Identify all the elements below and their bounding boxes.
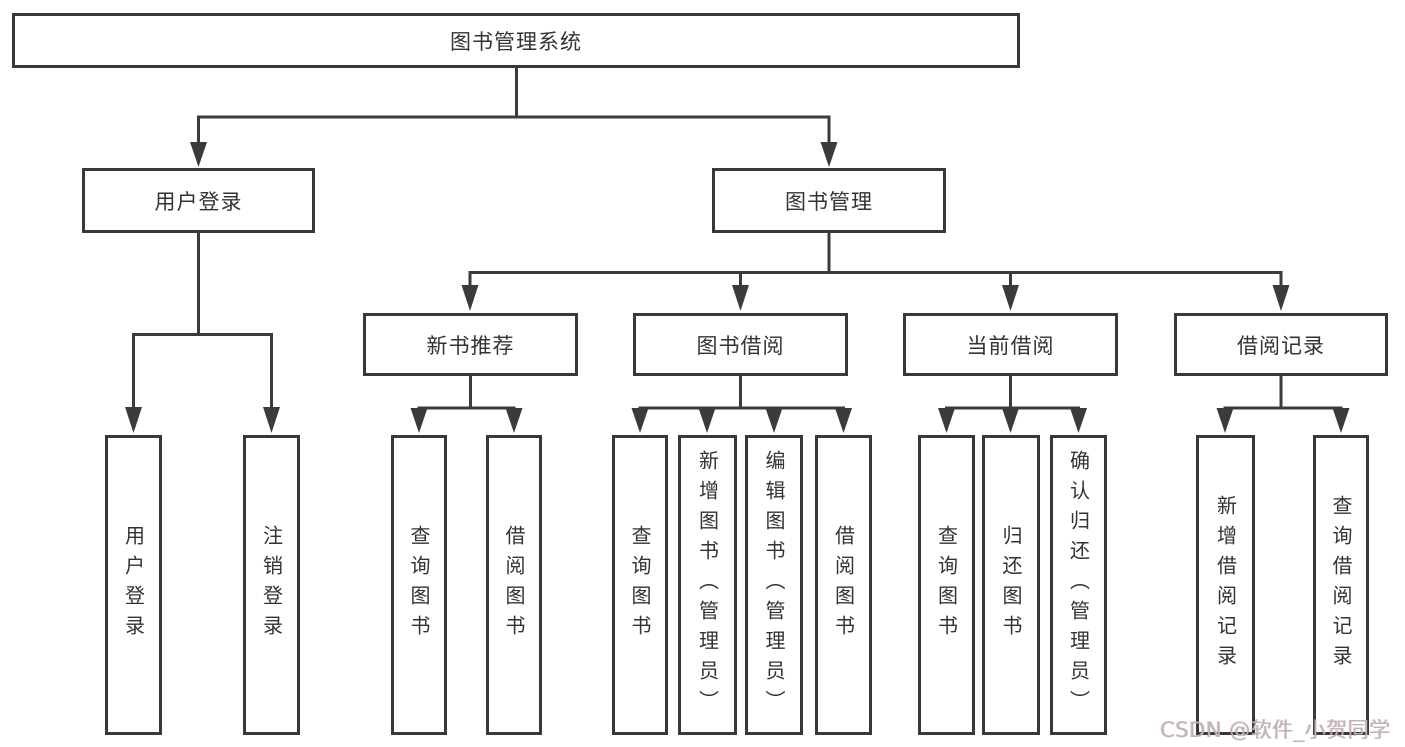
leaf-query-books-1: 查询图书 <box>391 435 447 735</box>
arrowhead <box>410 408 428 433</box>
arrowhead <box>820 142 838 167</box>
node-label: 查询图书 <box>934 525 959 645</box>
leaf-logout: 注销登录 <box>243 435 300 735</box>
node-book-management-module: 图书管理 <box>712 168 946 233</box>
leaf-add-borrow-record: 新增借阅记录 <box>1196 435 1255 735</box>
connector-current-borrow-branch <box>938 374 1087 433</box>
arrowhead <box>1216 408 1234 433</box>
node-label: 新增图书（管理员） <box>695 450 720 720</box>
arrowhead <box>631 408 649 433</box>
arrowhead <box>1332 408 1350 433</box>
node-label: 注销登录 <box>259 525 284 645</box>
arrowhead <box>835 408 852 433</box>
node-root-system: 图书管理系统 <box>12 13 1020 68</box>
leaf-confirm-return-admin: 确认归还（管理员） <box>1050 435 1107 735</box>
node-label: 查询图书 <box>628 525 652 645</box>
arrowhead <box>505 408 523 433</box>
arrowhead <box>765 408 783 433</box>
node-new-book-recommend: 新书推荐 <box>363 313 578 376</box>
connector-book-borrow-branch <box>631 374 852 433</box>
leaf-add-books-admin: 新增图书（管理员） <box>678 435 737 735</box>
arrowhead <box>1002 285 1019 311</box>
connector-borrow-record-branch <box>1216 374 1350 433</box>
node-label: 归还图书 <box>999 525 1023 645</box>
arrowhead <box>1272 285 1290 311</box>
arrowhead <box>732 285 749 311</box>
node-label: 确认归还（管理员） <box>1066 450 1091 720</box>
node-label: 图书管理 <box>785 189 873 214</box>
leaf-query-books-2: 查询图书 <box>612 435 668 735</box>
leaf-borrow-books-1: 借阅图书 <box>486 435 542 735</box>
node-label: 查询借阅记录 <box>1329 495 1353 675</box>
node-label: 新书推荐 <box>426 333 515 358</box>
node-label: 图书借阅 <box>696 333 785 358</box>
leaf-user-login: 用户登录 <box>105 435 162 735</box>
leaf-query-books-3: 查询图书 <box>918 435 975 735</box>
node-label: 用户登录 <box>121 525 146 645</box>
leaf-query-borrow-record: 查询借阅记录 <box>1313 435 1369 735</box>
node-label: 新增借阅记录 <box>1213 495 1238 675</box>
arrowhead <box>125 407 142 433</box>
arrowhead <box>461 285 479 311</box>
leaf-edit-books-admin: 编辑图书（管理员） <box>745 435 803 735</box>
connector-book-management-branch <box>461 231 1290 311</box>
node-borrow-records: 借阅记录 <box>1174 313 1388 376</box>
node-book-borrow: 图书借阅 <box>633 313 848 376</box>
arrowhead <box>1002 408 1019 433</box>
arrowhead <box>938 408 955 433</box>
node-label: 编辑图书（管理员） <box>762 450 786 720</box>
arrowhead <box>190 142 207 167</box>
node-user-login-module: 用户登录 <box>82 168 315 233</box>
leaf-return-books: 归还图书 <box>982 435 1040 735</box>
connector-user-login-branch <box>125 231 280 433</box>
leaf-borrow-books-2: 借阅图书 <box>815 435 872 735</box>
node-current-borrow: 当前借阅 <box>903 313 1118 376</box>
node-label: 查询图书 <box>407 525 431 645</box>
node-label: 用户登录 <box>154 189 243 214</box>
arrowhead <box>698 408 716 433</box>
arrowhead <box>1070 408 1087 433</box>
node-label: 借阅记录 <box>1237 333 1325 358</box>
node-label: 当前借阅 <box>966 333 1055 358</box>
node-label: 借阅图书 <box>831 525 856 645</box>
connector-new-book-branch <box>410 374 523 433</box>
connector-root-to-branches <box>190 66 838 167</box>
arrowhead <box>263 407 280 433</box>
node-label: 借阅图书 <box>502 525 526 645</box>
node-label: 图书管理系统 <box>450 29 582 54</box>
